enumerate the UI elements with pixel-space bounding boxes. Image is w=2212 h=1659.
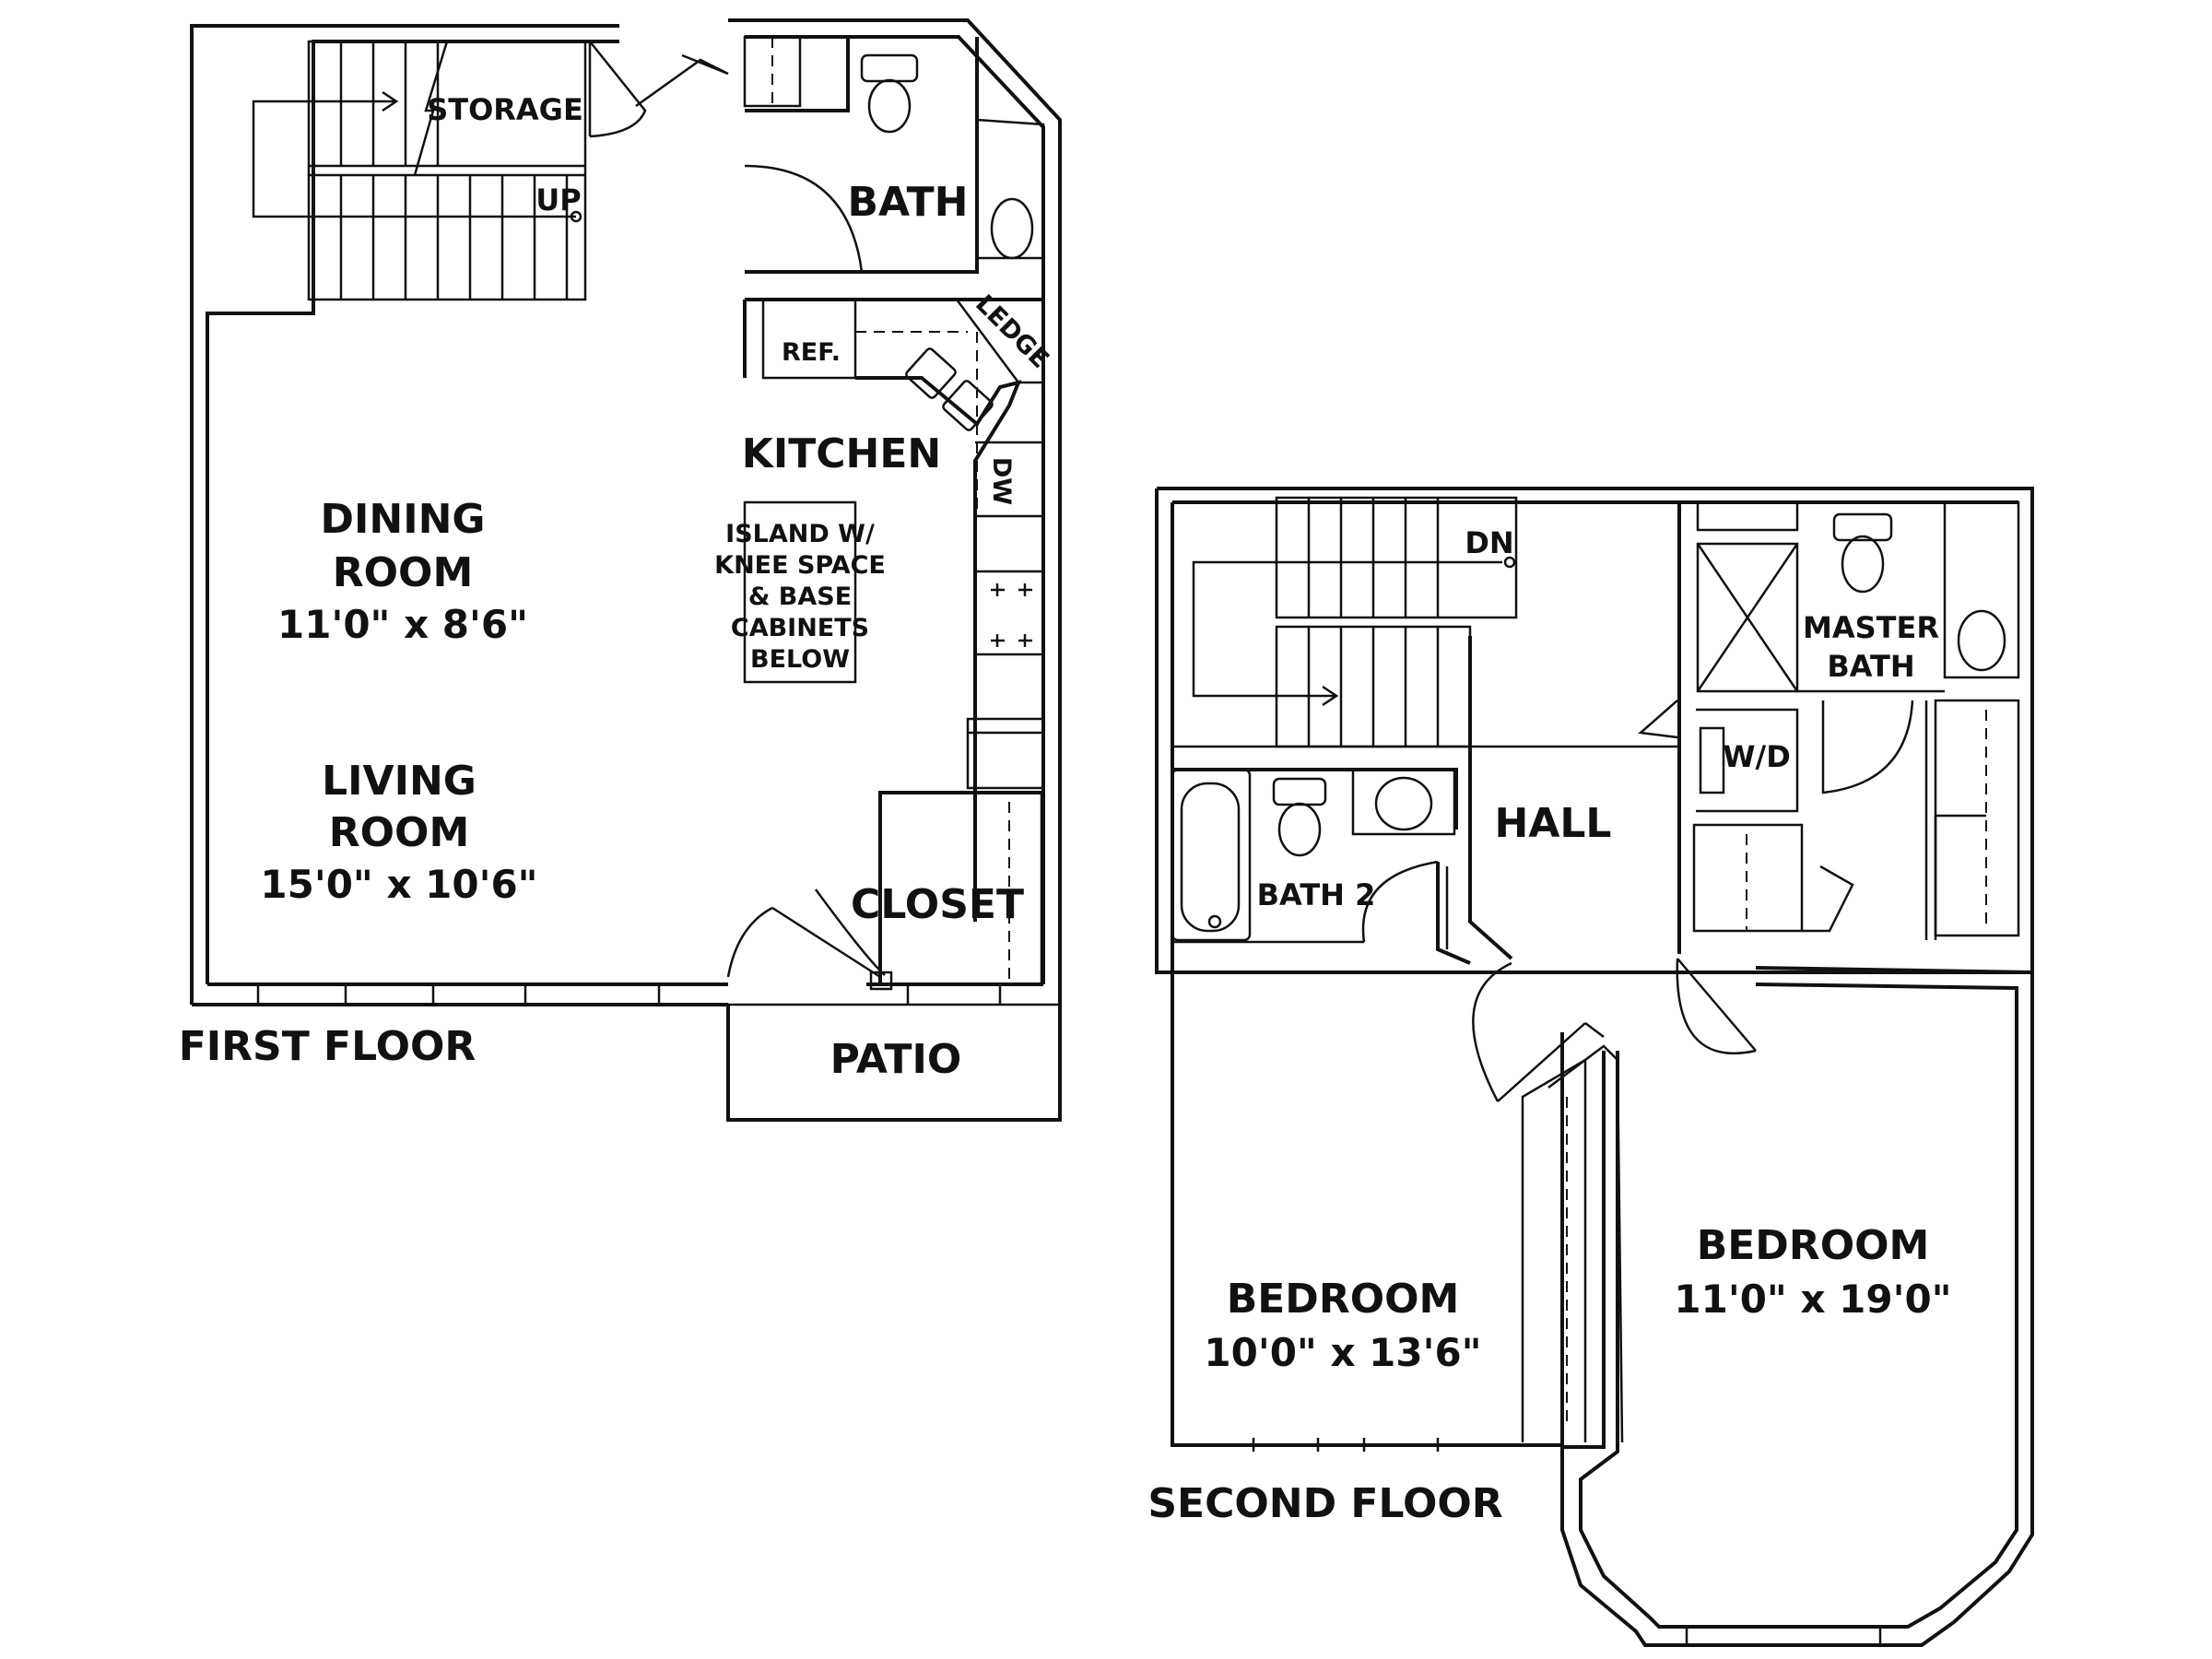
master-bath-label-1: MASTER xyxy=(1803,610,1939,645)
hall-closet xyxy=(1692,823,1854,933)
storage-door xyxy=(588,41,647,138)
island-line-5: BELOW xyxy=(750,645,850,674)
first-floor-bath xyxy=(635,35,1045,274)
second-floor-windows xyxy=(1252,1438,1882,1645)
patio-label: PATIO xyxy=(830,1036,962,1083)
closet-area xyxy=(726,791,1043,991)
second-floor-label: SECOND FLOOR xyxy=(1147,1480,1502,1527)
up-label: UP xyxy=(535,182,581,218)
washer-dryer-label: W/D xyxy=(1723,739,1791,774)
dn-label: DN xyxy=(1465,525,1513,560)
dining-room-label-1: DINING xyxy=(320,496,485,543)
living-room-label-2: ROOM xyxy=(329,809,469,856)
kitchen-counters xyxy=(743,298,1045,922)
second-floor-staircase xyxy=(1171,496,1677,748)
island-line-1: ISLAND W/ xyxy=(725,520,875,548)
first-floor-windows xyxy=(256,984,1002,1005)
dw-label: DW xyxy=(987,457,1016,505)
storage-label: STORAGE xyxy=(427,92,583,127)
kitchen-island xyxy=(743,500,857,684)
island-line-3: & BASE xyxy=(748,582,852,611)
second-floor-plan xyxy=(1155,487,2034,1647)
kitchen-label: KITCHEN xyxy=(742,430,941,477)
living-room-label-1: LIVING xyxy=(322,758,477,805)
bath-label: BATH xyxy=(847,179,968,226)
dining-room-dimensions: 11'0" x 8'6" xyxy=(277,602,528,647)
master-closet xyxy=(1924,699,2020,940)
closet-label: CLOSET xyxy=(851,881,1024,928)
bedroom-walls xyxy=(1171,966,2034,1647)
bath-2 xyxy=(1171,768,1471,965)
hall xyxy=(1468,636,1757,1102)
second-floor-labels: DN MASTER BATH W/D HALL BATH 2 BEDROOM 1… xyxy=(1147,525,1951,1527)
bedroom-left-label: BEDROOM xyxy=(1227,1276,1460,1323)
bedroom-left-dimensions: 10'0" x 13'6" xyxy=(1204,1330,1481,1375)
master-bath-label-2: BATH xyxy=(1827,649,1914,684)
first-floor-plan xyxy=(190,18,1062,1122)
bath-2-label: BATH 2 xyxy=(1257,877,1376,912)
bedroom-right-label: BEDROOM xyxy=(1697,1222,1930,1269)
island-line-4: CABINETS xyxy=(731,614,869,642)
first-floor-label: FIRST FLOOR xyxy=(179,1023,477,1070)
island-line-2: KNEE SPACE xyxy=(714,551,886,580)
hall-label: HALL xyxy=(1495,800,1612,847)
living-room-dimensions: 15'0" x 10'6" xyxy=(260,862,537,907)
dining-room-label-2: ROOM xyxy=(333,549,473,596)
first-floor-staircase xyxy=(252,40,587,301)
ref-label: REF. xyxy=(782,338,841,367)
master-bath-area xyxy=(1638,500,2020,954)
bedroom-right-dimensions: 11'0" x 19'0" xyxy=(1674,1277,1951,1322)
